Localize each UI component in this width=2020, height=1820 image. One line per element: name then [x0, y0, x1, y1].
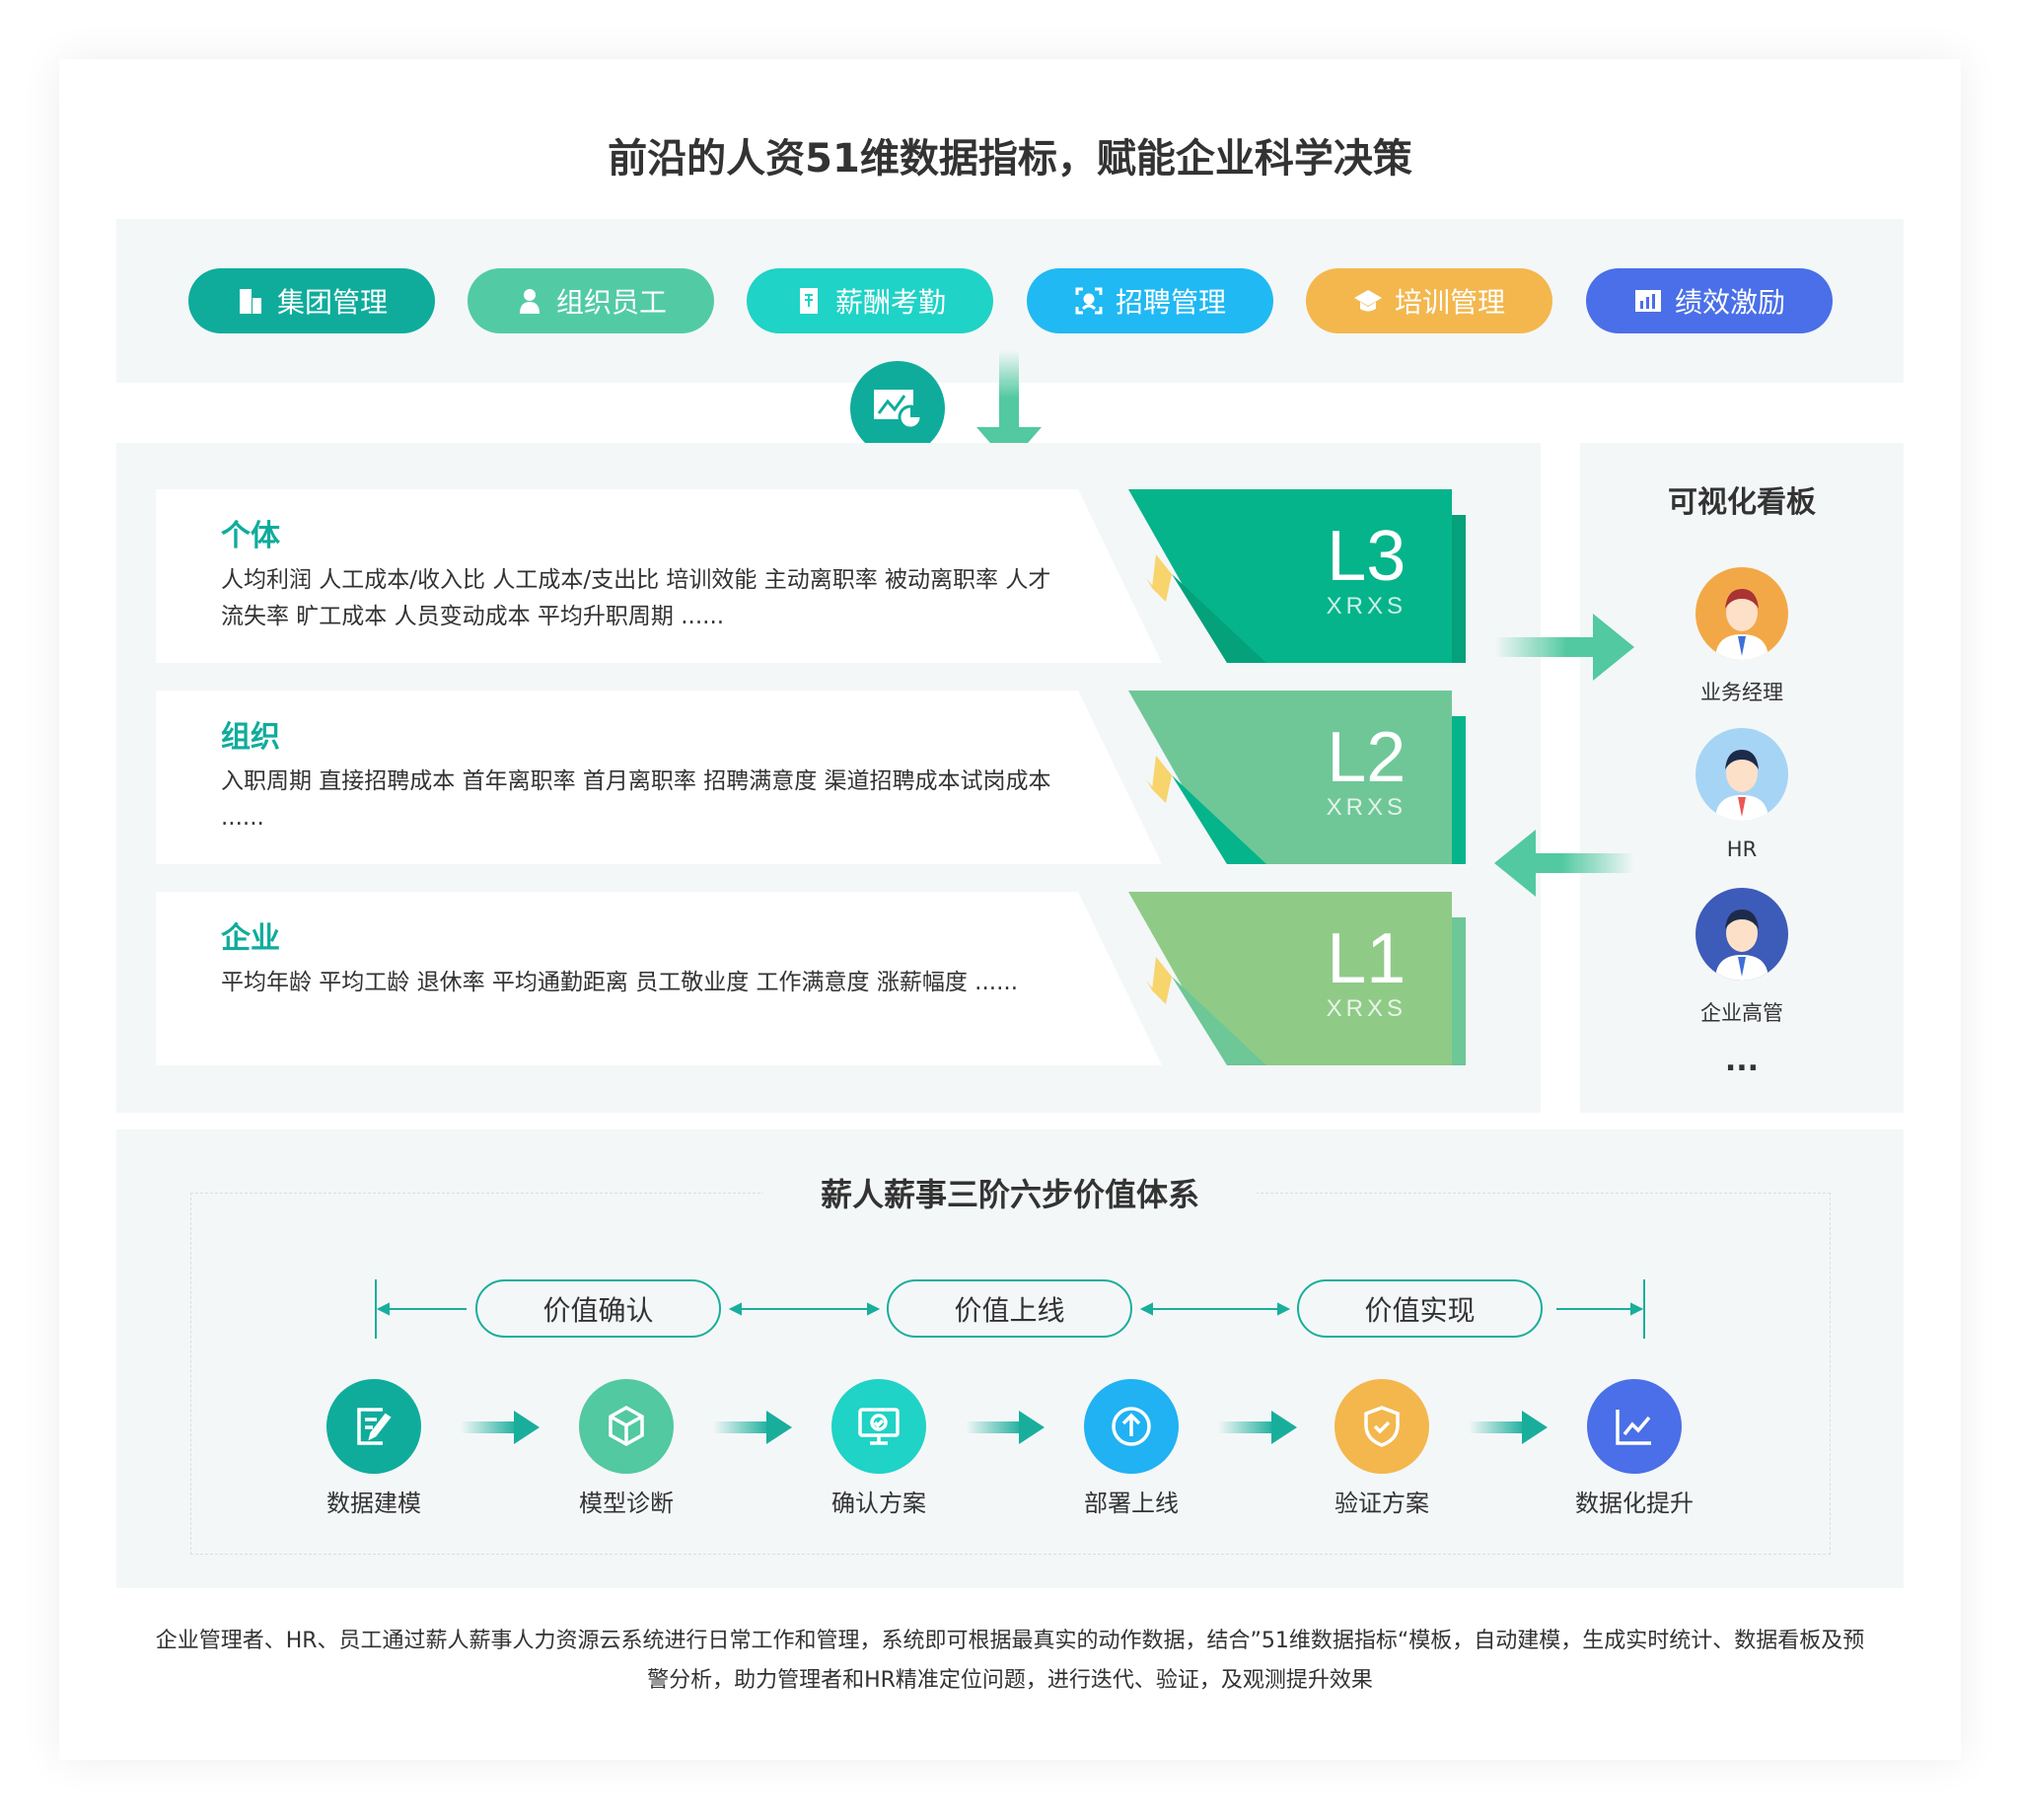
metrics-list: 入职周期 直接招聘成本 首年离职率 首月离职率 招聘满意度 渠道招聘成本试岗成本… [221, 768, 1051, 831]
shield-check-icon [1357, 1402, 1407, 1451]
step-circle [1335, 1379, 1429, 1474]
role-avatar [1695, 728, 1788, 821]
metrics-list: 人均利润 人工成本/收入比 人工成本/支出比 培训效能 主动离职率 被动离职率 … [221, 567, 1051, 629]
phase-arrows [375, 1279, 1645, 1339]
level-badge [1128, 489, 1466, 663]
level-badge [1128, 892, 1466, 1065]
level-heading: 个体 [221, 519, 280, 553]
step-arrow-icon [713, 1411, 792, 1444]
value-system-title: 薪人薪事三阶六步价值体系 [763, 1170, 1257, 1215]
right-arrow-icon [1494, 614, 1634, 681]
step-label: 确认方案 [831, 1490, 926, 1517]
metrics-card [156, 489, 1162, 663]
module-label: 薪酬考勤 [834, 286, 946, 319]
step-arrow-icon [1218, 1411, 1297, 1444]
footer-description: 企业管理者、HR、员工通过薪人薪事人力资源云系统进行日常工作和管理，系统即可根据… [155, 1629, 1865, 1693]
role-label: HR [1726, 837, 1758, 861]
analytics-icon [850, 361, 945, 456]
level-row-L2: 组织 入职周期 直接招聘成本 首年离职率 首月离职率 招聘满意度 渠道招聘成本试… [156, 691, 1466, 864]
bar-chart-icon [1633, 286, 1663, 316]
module-label: 组织员工 [555, 286, 667, 319]
phase-pill: 价值确认 [475, 1279, 721, 1338]
role-avatar [1695, 567, 1788, 660]
left-arrow-icon [1494, 830, 1634, 897]
step-label: 数据化提升 [1575, 1490, 1694, 1517]
metrics-card [156, 691, 1162, 864]
role-label: 企业高管 [1700, 1001, 1783, 1025]
phase-pill: 价值上线 [887, 1279, 1132, 1338]
level-row-L1: 企业 平均年龄 平均工龄 退休率 平均通勤距离 员工敬业度 工作满意度 涨薪幅度… [156, 892, 1466, 1065]
step-circle [1587, 1379, 1682, 1474]
building-icon [236, 286, 265, 316]
step-arrow-icon [461, 1411, 540, 1444]
step-circle [831, 1379, 926, 1474]
person-icon [515, 286, 544, 316]
level-heading: 企业 [221, 921, 280, 956]
module-pill-1[interactable]: 组织员工 [468, 268, 714, 333]
step-arrow-icon [966, 1411, 1045, 1444]
more-roles: ... [1724, 1044, 1760, 1078]
module-label: 招聘管理 [1115, 286, 1226, 319]
upload-arrow-icon [1107, 1402, 1156, 1451]
step-circle [579, 1379, 674, 1474]
phase-pill: 价值实现 [1297, 1279, 1543, 1338]
role-label: 业务经理 [1700, 681, 1783, 704]
step-label: 模型诊断 [579, 1490, 674, 1517]
module-pill-2[interactable]: 薪酬考勤 [747, 268, 993, 333]
cube-icon [602, 1402, 651, 1451]
module-pill-4[interactable]: 培训管理 [1306, 268, 1552, 333]
line-chart-icon [1610, 1402, 1659, 1451]
edit-document-icon [349, 1402, 398, 1451]
metrics-card [156, 892, 1162, 1065]
payroll-icon [794, 286, 824, 316]
module-label: 绩效激励 [1674, 286, 1785, 319]
module-label: 培训管理 [1394, 286, 1505, 319]
scan-person-icon [1074, 286, 1104, 316]
step-circle [1084, 1379, 1179, 1474]
step-circle [326, 1379, 421, 1474]
step-arrow-icon [1469, 1411, 1548, 1444]
level-heading: 组织 [221, 720, 280, 755]
module-pill-3[interactable]: 招聘管理 [1027, 268, 1273, 333]
graduation-cap-icon [1353, 286, 1383, 316]
step-label: 部署上线 [1084, 1490, 1179, 1517]
metrics-list: 平均年龄 平均工龄 退休率 平均通勤距离 员工敬业度 工作满意度 涨薪幅度 ..… [221, 970, 1019, 995]
step-label: 数据建模 [326, 1490, 421, 1517]
level-row-L3: 个体 人均利润 人工成本/收入比 人工成本/支出比 培训效能 主动离职率 被动离… [156, 489, 1466, 663]
page-title: 前沿的人资51维数据指标，赋能企业科学决策 [608, 136, 1412, 182]
step-label: 验证方案 [1335, 1490, 1429, 1517]
dashboard-title: 可视化看板 [1668, 485, 1816, 520]
module-label: 集团管理 [276, 286, 388, 319]
module-pill-0[interactable]: 集团管理 [188, 268, 435, 333]
role-avatar [1695, 888, 1788, 981]
monitor-check-icon [854, 1402, 903, 1451]
level-badge [1128, 691, 1466, 864]
module-pill-5[interactable]: 绩效激励 [1586, 268, 1833, 333]
